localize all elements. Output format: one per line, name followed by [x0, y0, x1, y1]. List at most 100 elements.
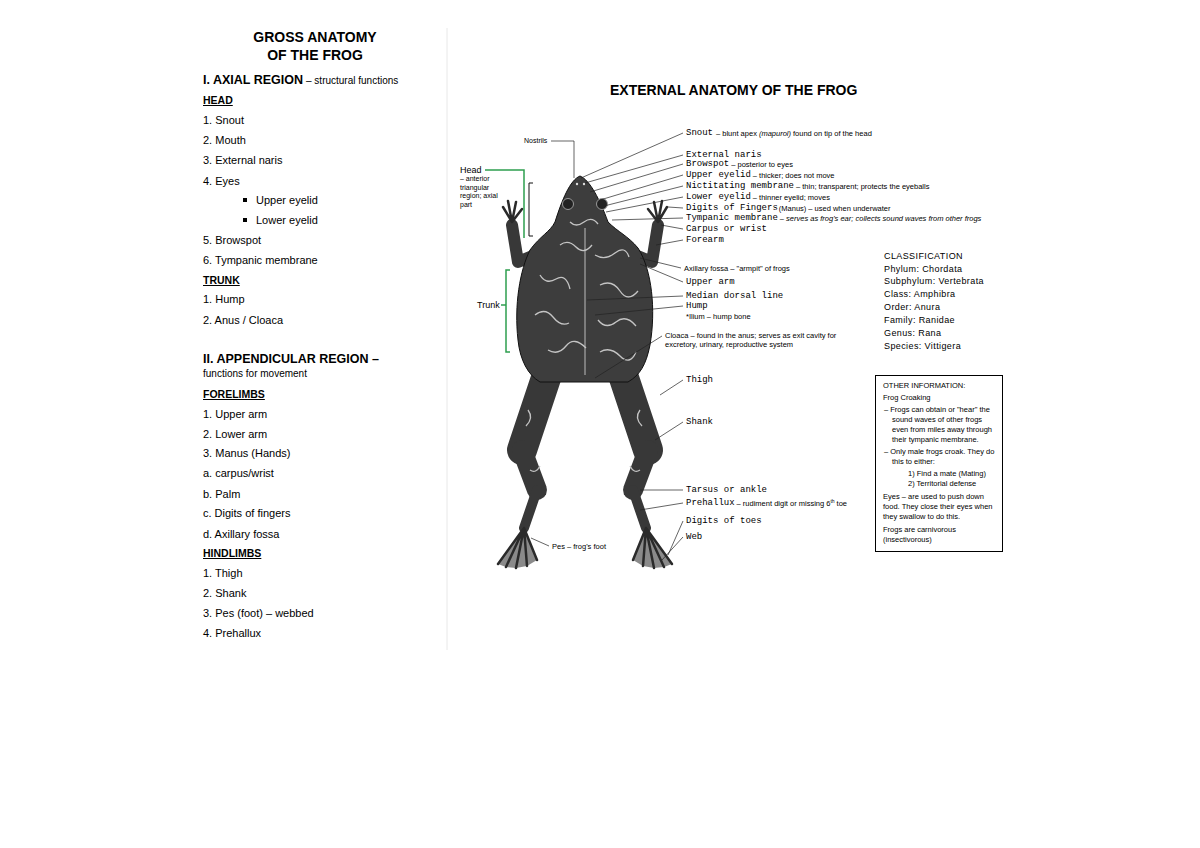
- frog-pattern: [535, 311, 569, 324]
- frog-limb: [622, 372, 648, 450]
- info-text: 2) Territorial defense: [883, 479, 996, 489]
- superscript: th: [830, 498, 834, 504]
- frog-digit: [498, 528, 537, 568]
- frog-digit: [503, 201, 522, 222]
- region-bracket: [506, 270, 510, 352]
- leader-line: [655, 422, 683, 440]
- leader-line: [668, 521, 683, 555]
- part-label: Web: [686, 532, 702, 542]
- list-item: 3. External naris: [203, 154, 282, 167]
- section-heading: I. AXIAL REGION: [203, 73, 303, 88]
- classification-line: Genus: Rana: [884, 328, 941, 339]
- frog-pattern: [600, 350, 636, 360]
- leader-line: [660, 380, 683, 395]
- leader-line: [595, 306, 683, 315]
- info-text: Eyes – are used to push down food. They …: [883, 492, 996, 522]
- frog-body: [576, 183, 578, 185]
- frog-limb: [522, 450, 537, 490]
- list-item: 1. Upper arm: [203, 408, 267, 421]
- list-item: 2. Anus / Cloaca: [203, 314, 283, 327]
- list-item: 3. Manus (Hands): [203, 447, 290, 460]
- list-item: 1. Hump: [203, 293, 245, 306]
- frog-body: [563, 199, 574, 210]
- head-bracket: [529, 183, 533, 236]
- group-heading: HINDLIMBS: [203, 547, 261, 560]
- info-text: – Only male frogs croak. They do this to…: [883, 447, 996, 467]
- leader-line: [668, 207, 683, 208]
- list-item: 5. Browspot: [203, 234, 261, 247]
- page-title: GROSS ANATOMY OF THE FROG: [245, 28, 385, 64]
- part-note: – serves as frog's ear; collects sound w…: [780, 214, 982, 223]
- frog-pattern: [598, 319, 636, 326]
- list-item: 4. Prehallux: [203, 627, 261, 640]
- classification-line: Order: Anura: [884, 302, 940, 313]
- frog-digit: [633, 528, 672, 568]
- frog-limb: [633, 450, 648, 490]
- list-item: 4. Eyes: [203, 175, 240, 188]
- leader-line: [604, 186, 683, 206]
- part-note: *Ilium – hump bone: [686, 312, 751, 321]
- frog-pattern: [600, 283, 638, 297]
- list-item: d. Axillary fossa: [203, 528, 279, 541]
- part-label: – anterior triangular region; axial part: [460, 175, 498, 209]
- list-item: 2. Shank: [203, 587, 246, 600]
- frog-pattern: [548, 341, 586, 352]
- frog-web: [633, 528, 672, 568]
- part-label: Tarsus or ankle: [686, 485, 767, 495]
- info-box: OTHER INFORMATION: Frog Croaking – Frogs c…: [875, 375, 1003, 552]
- part-label: Thigh: [686, 375, 713, 385]
- part-label: Prehallux: [686, 498, 735, 508]
- list-item: Upper eyelid: [256, 194, 318, 207]
- list-item: 2. Lower arm: [203, 428, 267, 441]
- frog-pattern: [570, 219, 598, 225]
- part-note: – used when underwater: [808, 204, 890, 213]
- part-note: Cloaca – found in the anus; serves as ex…: [665, 331, 860, 349]
- list-item: 2. Mouth: [203, 134, 246, 147]
- part-label: Head: [460, 165, 482, 175]
- list-item: Lower eyelid: [256, 214, 318, 227]
- classification-line: Phylum: Chordata: [884, 264, 962, 275]
- region-bracket: [501, 304, 506, 306]
- part-note: – blunt apex: [716, 129, 757, 138]
- list-bullet: [243, 198, 247, 222]
- part-label: Carpus or wrist: [686, 224, 767, 234]
- part-label: Trunk: [477, 300, 500, 310]
- list-item: 1. Thigh: [203, 567, 243, 580]
- group-heading: TRUNK: [203, 274, 240, 287]
- part-note: (mapurol): [759, 129, 791, 138]
- part-label: External naris: [686, 150, 762, 160]
- part-label: Upper eyelid: [686, 170, 751, 180]
- frog-body: [597, 199, 608, 210]
- frog-pattern: [595, 250, 629, 258]
- part-label: Upper arm: [686, 277, 735, 287]
- part-note: found on tip of the head: [793, 129, 872, 138]
- frog-limb: [522, 372, 548, 450]
- frog-web: [498, 528, 672, 568]
- leader-line: [656, 240, 683, 245]
- part-note: Pes – frog's foot: [552, 542, 606, 551]
- info-text: – Frogs can obtain or "hear" the sound w…: [883, 405, 996, 445]
- frog-limb: [524, 490, 537, 528]
- info-text: Frog Croaking: [883, 393, 996, 403]
- list-item: 6. Tympanic membrane: [203, 254, 318, 267]
- frog-pattern: [526, 219, 642, 471]
- classification-line: Species: Vittigera: [884, 341, 961, 352]
- frog-pattern: [530, 466, 540, 471]
- leader-line: [551, 141, 574, 178]
- leader-line: [590, 164, 683, 192]
- frog-body: [583, 183, 585, 185]
- leader-line: [640, 264, 683, 282]
- leader-line: [531, 538, 549, 546]
- group-heading: FORELIMBS: [203, 388, 265, 401]
- leader-line: [612, 218, 683, 220]
- frog-pattern: [630, 466, 640, 471]
- list-bullet: [243, 198, 247, 202]
- part-label: Nostrils: [524, 137, 547, 146]
- info-text: 1) Find a mate (Mating): [883, 469, 996, 479]
- info-heading: OTHER INFORMATION:: [883, 381, 996, 391]
- part-note: Axillary fossa – "armpit" of frogs: [684, 264, 790, 273]
- list-item: a. carpus/wrist: [203, 467, 274, 480]
- column-divider: [447, 28, 448, 650]
